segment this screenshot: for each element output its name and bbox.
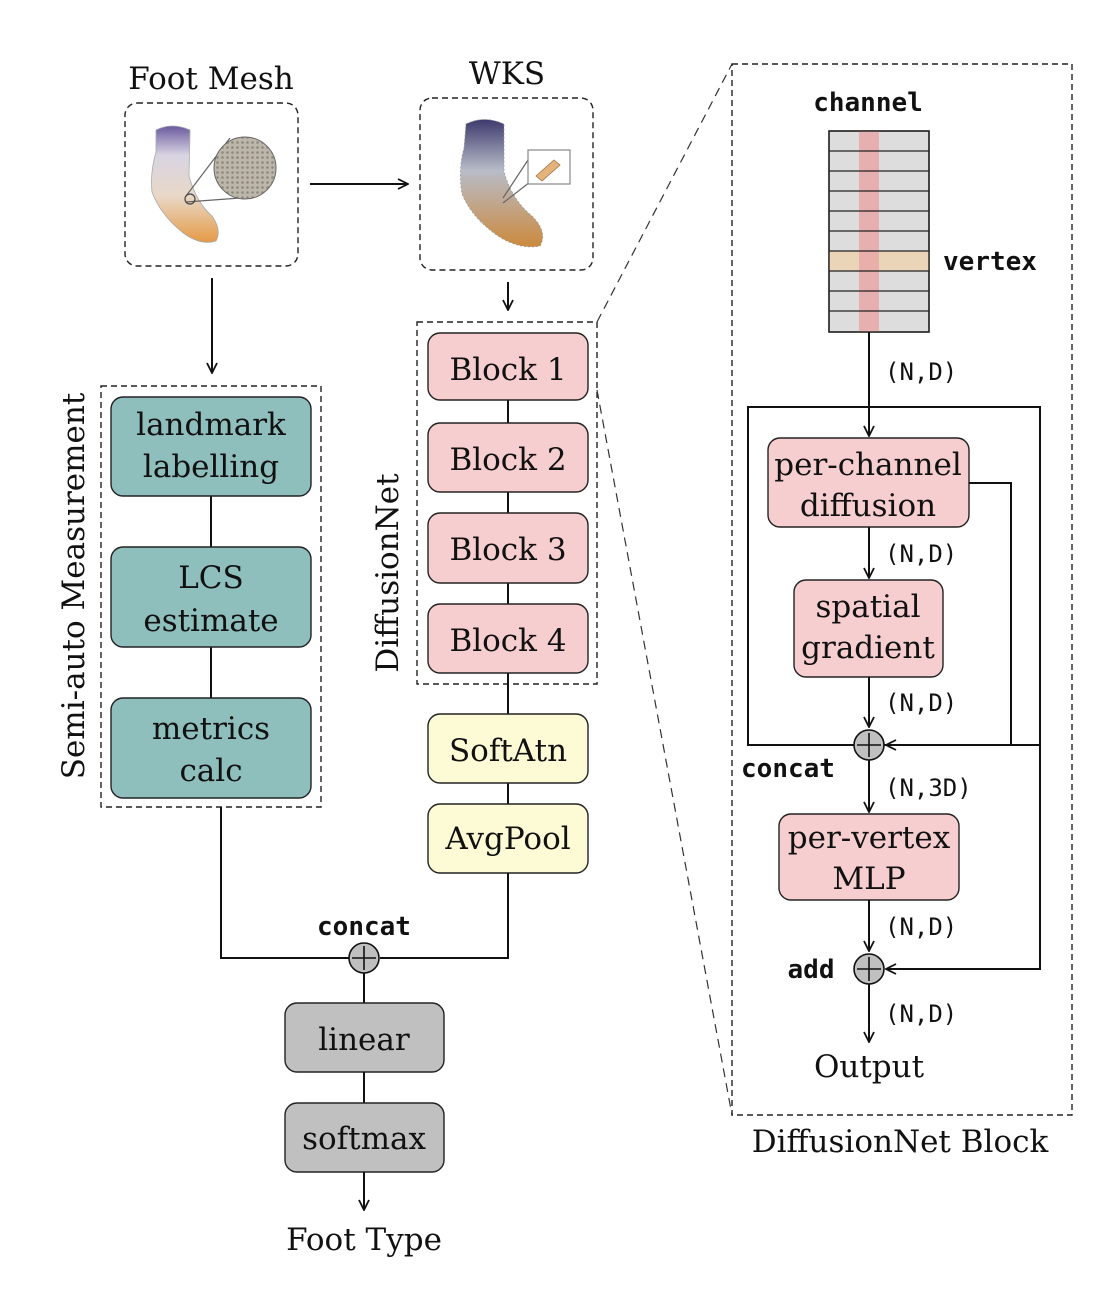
dim-label-6: (N,D) xyxy=(885,1000,957,1028)
per-vertex-mlp-box: per-vertex MLP xyxy=(778,813,960,901)
block-1-label: Block 1 xyxy=(449,352,566,388)
add-node xyxy=(853,953,885,985)
avgpool-box: AvgPool xyxy=(427,803,589,874)
block-3: Block 3 xyxy=(427,512,589,584)
dim-label-3: (N,D) xyxy=(885,689,957,717)
measurement-to-concat-line xyxy=(220,807,350,959)
per-channel-line2: diffusion xyxy=(800,488,936,524)
block-2: Block 2 xyxy=(427,422,589,493)
skip-input-to-add xyxy=(886,745,1041,969)
softmax-box: softmax xyxy=(284,1102,445,1173)
semi-auto-measurement-label: Semi-auto Measurement xyxy=(56,392,92,779)
avgpool-label: AvgPool xyxy=(444,821,570,857)
concat-block-node xyxy=(853,729,885,761)
landmark-labelling-line2: labelling xyxy=(143,449,279,485)
foot-mesh-title: Foot Mesh xyxy=(128,61,293,97)
semi-auto-measurement-frame xyxy=(100,385,322,808)
foot-type-label: Foot Type xyxy=(286,1222,442,1258)
skip-per-channel-to-concat xyxy=(886,482,1012,745)
metrics-calc-box: metrics calc xyxy=(110,697,312,799)
dim-label-4: (N,3D) xyxy=(885,774,972,802)
foot-mesh-frame xyxy=(124,102,299,267)
spatial-gradient-box: spatial gradient xyxy=(793,579,944,678)
avgpool-to-concat-line xyxy=(380,873,509,959)
wks-frame xyxy=(419,97,594,271)
softatn-box: SoftAtn xyxy=(427,713,589,784)
metrics-calc-line1: metrics xyxy=(152,711,270,747)
block-1: Block 1 xyxy=(427,332,589,401)
add-label: add xyxy=(788,955,835,985)
per-channel-line1: per-channel xyxy=(774,447,961,483)
zoom-line-bottom xyxy=(596,389,733,1116)
foot-mesh-image xyxy=(151,125,277,243)
feature-matrix xyxy=(828,130,930,333)
softmax-label: softmax xyxy=(302,1121,426,1157)
block-2-label: Block 2 xyxy=(449,442,566,478)
lcs-estimate-box: LCS estimate xyxy=(110,546,312,648)
concat-main-label: concat xyxy=(317,912,411,942)
wks-image xyxy=(460,119,571,248)
diffusionnet-block-frame xyxy=(731,63,1073,1116)
output-label: Output xyxy=(814,1049,925,1085)
landmark-labelling-line1: landmark xyxy=(136,407,286,443)
concat-main-node xyxy=(348,942,380,974)
softatn-label: SoftAtn xyxy=(449,733,567,769)
vertex-label: vertex xyxy=(943,247,1037,277)
block-4: Block 4 xyxy=(427,603,589,674)
diffusionnet-label: DiffusionNet xyxy=(370,473,406,673)
per-channel-diffusion-box: per-channel diffusion xyxy=(767,437,970,528)
concat-block-label: concat xyxy=(741,754,835,784)
channel-label: channel xyxy=(813,88,923,118)
dim-label-5: (N,D) xyxy=(885,913,957,941)
block-4-label: Block 4 xyxy=(449,623,566,659)
per-vertex-line2: MLP xyxy=(832,861,905,897)
landmark-labelling-box: landmark labelling xyxy=(110,396,312,497)
spatial-line2: gradient xyxy=(801,630,935,666)
spatial-line1: spatial xyxy=(815,589,920,625)
linear-box: linear xyxy=(284,1002,445,1073)
per-vertex-line1: per-vertex xyxy=(788,820,951,856)
wks-title: WKS xyxy=(469,56,545,92)
dim-label-2: (N,D) xyxy=(885,540,957,568)
lcs-estimate-line1: LCS xyxy=(178,560,244,596)
dim-label-1: (N,D) xyxy=(885,358,957,386)
lcs-estimate-line2: estimate xyxy=(143,603,278,639)
metrics-calc-line2: calc xyxy=(179,753,242,789)
block-3-label: Block 3 xyxy=(449,532,566,568)
diffusionnet-block-title: DiffusionNet Block xyxy=(752,1124,1049,1160)
linear-label: linear xyxy=(318,1022,410,1058)
zoom-line-top xyxy=(596,63,733,323)
